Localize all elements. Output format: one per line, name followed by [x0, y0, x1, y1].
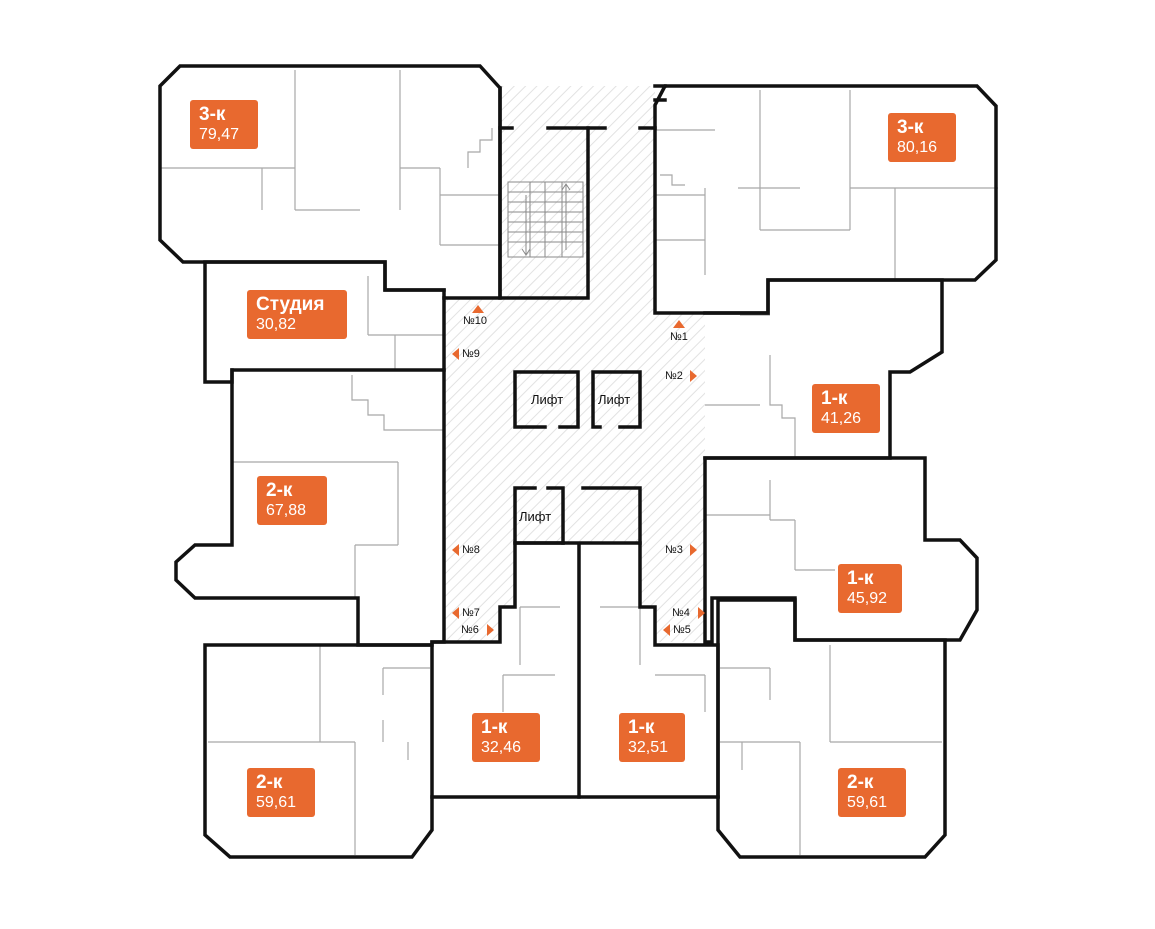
lift-label: Лифт — [598, 392, 631, 407]
unit-badge-1k-41[interactable]: 1-к 41,26 — [812, 384, 880, 434]
arrow-entrance-5 — [663, 624, 670, 636]
unit-area: 32,51 — [628, 738, 669, 756]
arrow-entrance-8 — [452, 544, 459, 556]
entrance-number: №6 — [461, 624, 479, 636]
unit-badge-2k-bottom-right[interactable]: 2-к 59,61 — [838, 768, 906, 818]
unit-badge-3k-top-left[interactable]: 3-к 79,47 — [190, 100, 258, 150]
unit-area: 79,47 — [199, 125, 240, 143]
unit-area: 30,82 — [256, 315, 297, 333]
unit-area: 59,61 — [256, 793, 297, 811]
unit-badge-1k-bottom-left[interactable]: 1-к 32,46 — [472, 713, 540, 763]
unit-badge-1k-45[interactable]: 1-к 45,92 — [838, 564, 902, 614]
lift-label: Лифт — [519, 509, 552, 524]
partitions — [160, 70, 998, 855]
entrance-number: №7 — [462, 607, 480, 619]
lift-label: Лифт — [531, 392, 564, 407]
entrance-number: №9 — [462, 348, 480, 360]
unit-type: 1-к — [821, 388, 848, 409]
unit-badge-1k-bottom-right[interactable]: 1-к 32,51 — [619, 713, 685, 763]
unit-area: 41,26 — [821, 409, 862, 427]
entrance-number: №4 — [672, 607, 690, 619]
unit-type: 1-к — [628, 717, 655, 738]
unit-area: 32,46 — [481, 738, 522, 756]
arrow-entrance-7 — [452, 607, 459, 619]
unit-badge-studio[interactable]: Студия 30,82 — [247, 290, 347, 340]
arrow-entrance-9 — [452, 348, 459, 360]
unit-type: 2-к — [847, 772, 874, 793]
entrance-number: №3 — [665, 544, 683, 556]
arrow-entrance-10 — [472, 305, 484, 313]
entrance-number: №10 — [463, 315, 488, 327]
unit-area: 59,61 — [847, 793, 888, 811]
unit-badge-3k-top-right[interactable]: 3-к 80,16 — [888, 113, 956, 163]
entrance-arrows — [452, 305, 705, 636]
unit-type: 3-к — [199, 104, 226, 125]
arrow-entrance-6 — [487, 624, 494, 636]
corridor-hatch — [444, 86, 705, 642]
unit-type: 1-к — [481, 717, 508, 738]
walls — [158, 64, 998, 859]
entrance-number: №2 — [665, 370, 683, 382]
unit-type: 1-к — [847, 568, 874, 589]
arrow-entrance-4 — [698, 607, 705, 619]
entrance-number: №8 — [462, 544, 480, 556]
unit-area: 80,16 — [897, 138, 938, 156]
entrance-number: №1 — [670, 331, 688, 343]
unit-badge-2k-left[interactable]: 2-к 67,88 — [257, 476, 327, 526]
arrow-entrance-3 — [690, 544, 697, 556]
unit-area: 67,88 — [266, 501, 307, 519]
unit-type: 2-к — [266, 480, 293, 501]
unit-type: 2-к — [256, 772, 283, 793]
unit-area: 45,92 — [847, 589, 888, 607]
arrow-entrance-2 — [690, 370, 697, 382]
entrance-number: №5 — [673, 624, 691, 636]
unit-type: Студия — [256, 294, 325, 315]
arrow-entrance-1 — [673, 320, 685, 328]
staircase — [507, 181, 584, 258]
unit-badge-2k-bottom-left[interactable]: 2-к 59,61 — [247, 768, 315, 818]
unit-type: 3-к — [897, 117, 924, 138]
